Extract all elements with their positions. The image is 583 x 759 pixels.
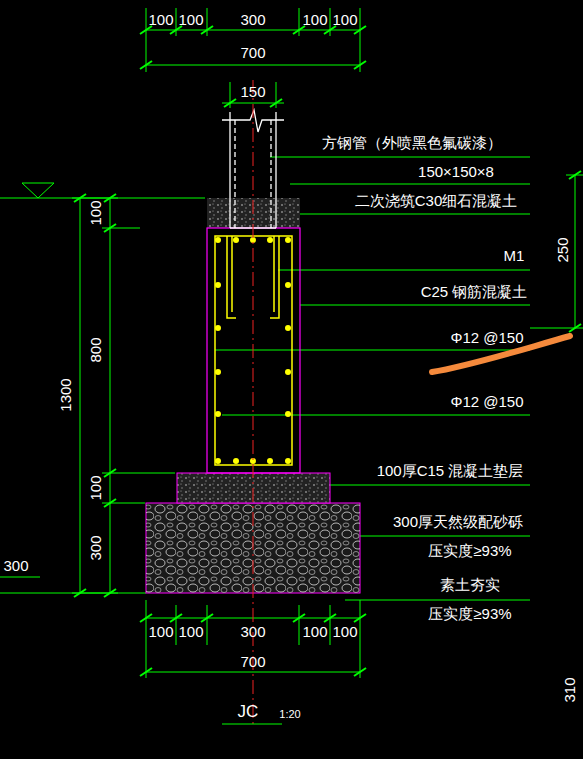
dimension-text: 100 — [88, 475, 105, 500]
annotation-text: Φ12 @150 — [450, 330, 523, 347]
annotation-text: Φ12 @150 — [450, 394, 523, 411]
annotation-text: 二次浇筑C30细石混凝土 — [355, 193, 518, 210]
annotation-text: M1 — [504, 248, 525, 265]
dimension-text: 800 — [88, 337, 105, 362]
annotation-text: 1:20 — [279, 708, 300, 720]
dimension-text: 1300 — [58, 378, 75, 411]
annotation-text: 300厚天然级配砂砾 — [393, 514, 523, 531]
annotation-text: 300 — [240, 12, 265, 29]
annotation-text: 100 — [302, 12, 327, 29]
dimension-text: 250 — [555, 237, 572, 262]
annotation-text: 100厚C15 混凝土垫层 — [377, 463, 524, 480]
annotation-text: 压实度≥93% — [428, 543, 511, 560]
annotation-text: 压实度≥93% — [428, 606, 511, 623]
annotation-text: 300 — [240, 624, 265, 641]
annotation-text: 100 — [148, 12, 173, 29]
annotation-text: 100 — [178, 12, 203, 29]
annotation-text: 100 — [148, 624, 173, 641]
annotation-text: 方钢管（外喷黑色氟碳漆） — [322, 135, 502, 152]
dimension-text: 310 — [562, 677, 579, 702]
annotation-text: 300 — [3, 558, 28, 575]
annotation-text: 素土夯实 — [440, 577, 500, 594]
annotation-text: 100 — [302, 624, 327, 641]
annotation-text: 100 — [332, 12, 357, 29]
annotation-text: 150 — [240, 84, 265, 101]
dimension-text: 300 — [88, 535, 105, 560]
annotation-text: 150×150×8 — [418, 164, 494, 181]
dimension-text: 100 — [88, 200, 105, 225]
annotation-text: 700 — [240, 654, 265, 671]
annotation-text: C25 钢筋混凝土 — [421, 284, 528, 301]
annotation-text: 100 — [332, 624, 357, 641]
annotation-text: 100 — [178, 624, 203, 641]
annotation-text: 700 — [240, 45, 265, 62]
annotation-text: JC — [238, 703, 259, 722]
